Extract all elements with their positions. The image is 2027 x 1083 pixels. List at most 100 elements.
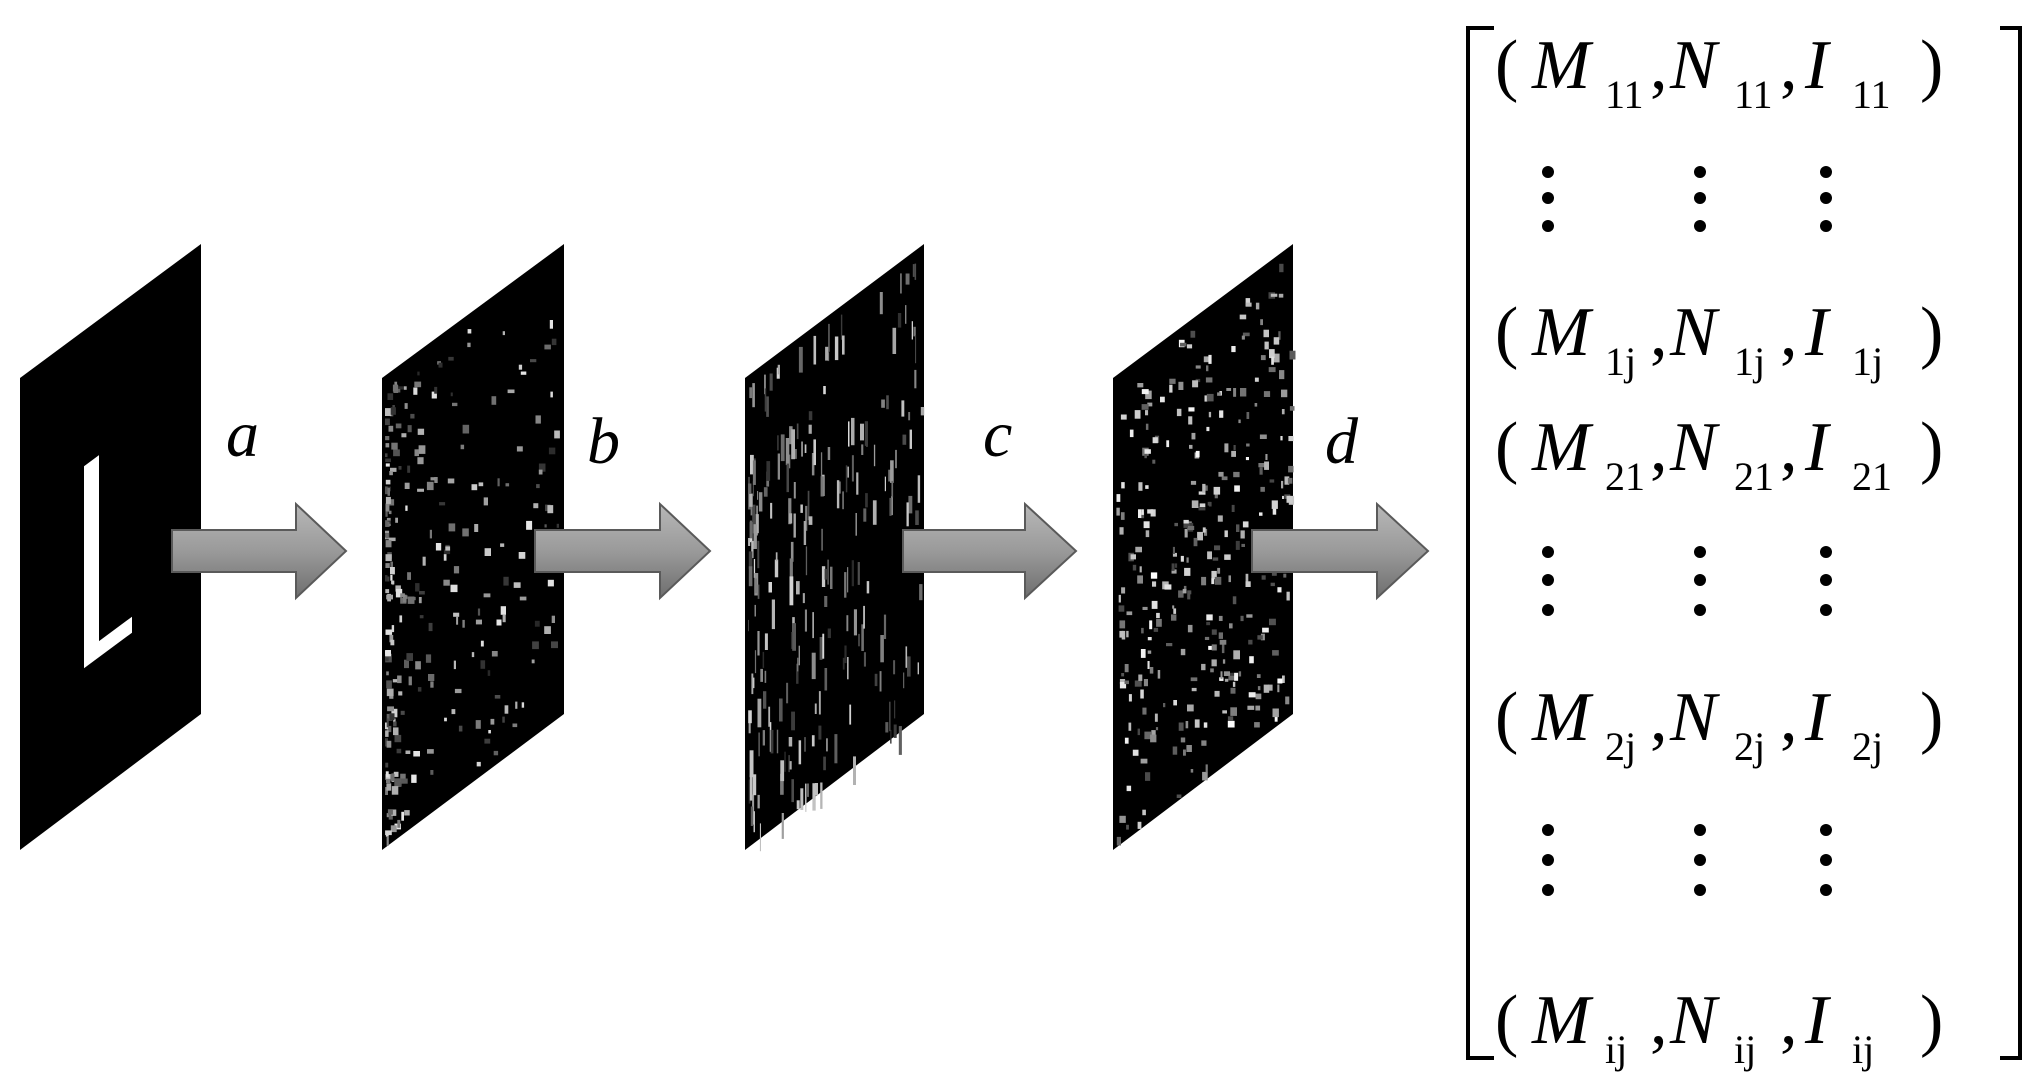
texture-speck [1156, 618, 1162, 627]
texture-speck [434, 477, 438, 483]
texture-speck [1224, 530, 1228, 538]
texture-speck [813, 439, 816, 466]
texture-speck [430, 681, 434, 688]
texture-speck [792, 623, 796, 651]
texture-speck [435, 543, 442, 551]
texture-speck [1126, 611, 1133, 616]
texture-speck [1208, 645, 1215, 650]
vertical-ellipsis-dot [1694, 546, 1706, 558]
texture-speck [895, 449, 897, 469]
texture-speck [471, 484, 478, 491]
texture-speck [395, 585, 401, 592]
arrow-d [1251, 501, 1430, 601]
texture-speck [438, 362, 443, 368]
texture-speck [801, 441, 803, 457]
texture-speck [820, 782, 823, 809]
texture-speck [1207, 501, 1211, 506]
texture-speck [1232, 681, 1236, 687]
texture-speck [777, 453, 780, 480]
texture-speck [853, 756, 856, 785]
texture-speck [407, 425, 412, 433]
texture-speck [502, 614, 506, 623]
texture-speck [1164, 584, 1172, 590]
texture-speck [1137, 575, 1143, 584]
texture-speck [1265, 454, 1268, 460]
texture-speck [893, 724, 897, 738]
texture-speck [450, 392, 453, 397]
texture-speck [430, 477, 435, 481]
texture-speck [836, 480, 840, 509]
texture-speck [547, 505, 554, 514]
texture-speck [754, 604, 756, 617]
texture-speck [1221, 644, 1225, 654]
texture-speck [905, 273, 910, 285]
comma: , [1650, 294, 1668, 371]
texture-speck [538, 469, 543, 475]
texture-speck [844, 645, 847, 664]
texture-speck [1255, 705, 1261, 711]
texture-speck [748, 710, 752, 724]
texture-speck [1245, 581, 1251, 587]
texture-speck [781, 813, 784, 839]
comma: , [1780, 679, 1798, 756]
texture-speck [1175, 563, 1178, 568]
texture-speck [488, 730, 491, 734]
texture-speck [853, 609, 857, 636]
texture-speck [1191, 432, 1196, 440]
texture-speck [475, 720, 481, 729]
texture-speck [417, 488, 424, 492]
subscript-n: ij [1734, 1027, 1756, 1072]
texture-speck [748, 566, 753, 587]
texture-speck [879, 671, 882, 692]
texture-speck [1141, 389, 1149, 395]
texture-speck [1269, 618, 1276, 626]
comma: , [1650, 679, 1668, 756]
texture-speck [1139, 566, 1142, 573]
texture-speck [1270, 582, 1275, 587]
texture-speck [390, 567, 395, 575]
texture-speck [1247, 705, 1255, 710]
texture-speck [1128, 722, 1132, 731]
texture-speck [1255, 693, 1262, 700]
texture-speck [1119, 620, 1126, 629]
texture-speck [407, 465, 411, 473]
texture-speck [883, 614, 887, 639]
texture-speck [462, 424, 470, 434]
texture-speck [1141, 404, 1149, 410]
texture-speck [1121, 482, 1125, 489]
matrix-ellipsis-row [1542, 546, 1832, 616]
texture-speck [388, 537, 396, 542]
texture-speck [1199, 503, 1206, 507]
texture-speck [762, 651, 765, 668]
texture-speck [748, 551, 753, 569]
texture-speck [500, 606, 506, 615]
texture-speck [762, 730, 765, 746]
texture-speck [407, 572, 411, 580]
texture-speck [426, 481, 434, 491]
texture-speck [406, 653, 413, 661]
texture-speck [1259, 467, 1263, 475]
subscript-m: 1j [1605, 339, 1636, 384]
texture-speck [823, 756, 826, 771]
texture-speck [1173, 608, 1177, 614]
texture-speck [793, 482, 796, 499]
texture-speck [774, 559, 779, 578]
texture-speck [847, 567, 849, 593]
texture-speck [443, 579, 450, 586]
texture-speck [1231, 504, 1235, 512]
texture-speck [400, 773, 406, 782]
texture-speck [1171, 614, 1177, 621]
texture-speck [1224, 443, 1229, 453]
texture-speck [395, 423, 402, 429]
texture-speck [390, 825, 397, 833]
texture-speck [401, 811, 404, 821]
texture-speck [866, 581, 870, 594]
texture-speck [863, 605, 865, 629]
texture-speck [1280, 436, 1283, 441]
texture-speck [1289, 350, 1296, 360]
texture-speck [417, 687, 422, 692]
texture-speck [385, 486, 388, 495]
texture-speck [1242, 332, 1250, 337]
texture-speck [1284, 476, 1290, 485]
